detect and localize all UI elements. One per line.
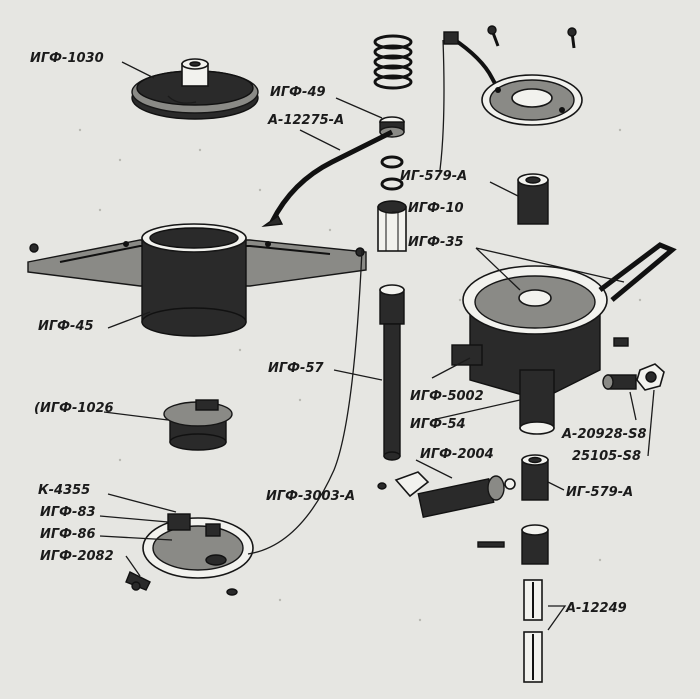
label-igf-10: ИГФ-10 bbox=[408, 201, 464, 216]
label-ig-579-a-top: ИГ-579-А bbox=[400, 169, 467, 184]
label-igf-5002: ИГФ-5002 bbox=[410, 389, 484, 404]
label-igf-3003-a: ИГФ-3003-А bbox=[266, 489, 355, 504]
part-breaker-plate bbox=[443, 25, 583, 126]
part-25105-s8-nut bbox=[636, 363, 665, 391]
label-igf-2082: ИГФ-2082 bbox=[40, 549, 114, 564]
label-a-12275-a: А-12275-А bbox=[267, 113, 344, 128]
label-25105-s8: 25105-S8 bbox=[572, 449, 641, 464]
label-k-4355: К-4355 bbox=[38, 483, 90, 498]
label-igf-57: ИГФ-57 bbox=[268, 361, 324, 376]
part-igf-1030-disc bbox=[131, 58, 259, 120]
label-igf-49: ИГФ-49 bbox=[270, 85, 326, 100]
part-igf-10-nut bbox=[377, 200, 407, 252]
label-ig-579-a-bottom: ИГ-579-А bbox=[566, 485, 633, 500]
label-igf-1026: (ИГФ-1026 bbox=[34, 401, 114, 416]
part-small-pin bbox=[477, 541, 505, 548]
label-igf-86: ИГФ-86 bbox=[40, 527, 96, 542]
part-ig-579-a-bushing-top bbox=[517, 173, 549, 225]
part-washers bbox=[380, 155, 404, 191]
part-spring bbox=[373, 34, 413, 90]
part-a-12249-split-pins bbox=[523, 579, 543, 683]
leader-lines bbox=[99, 39, 655, 631]
label-igf-54: ИГФ-54 bbox=[410, 417, 466, 432]
part-a-20928-s8-bolt bbox=[602, 374, 637, 390]
part-igf-45-frame bbox=[27, 223, 367, 337]
label-igf-83: ИГФ-83 bbox=[40, 505, 96, 520]
part-igf-3003-a-plate bbox=[125, 513, 254, 596]
part-ig-579-a-bushing-bottom bbox=[521, 454, 549, 501]
part-igf-57-shaft bbox=[379, 284, 405, 461]
part-igf-2004-pin bbox=[377, 471, 516, 519]
callout-labels: ИГФ-1030 ИГФ-49 А-12275-А ИГ-579-А ИГФ-1… bbox=[30, 51, 647, 616]
label-igf-45: ИГФ-45 bbox=[38, 319, 94, 334]
part-distributor-body bbox=[451, 242, 677, 435]
part-a-12275-a-lead bbox=[261, 129, 394, 227]
label-igf-2004: ИГФ-2004 bbox=[420, 447, 494, 462]
label-igf-35: ИГФ-35 bbox=[408, 235, 464, 250]
label-a-20928-s8: А-20928-S8 bbox=[561, 427, 647, 442]
part-small-screw-right bbox=[613, 337, 629, 347]
label-a-12249: А-12249 bbox=[565, 601, 627, 616]
part-sleeve bbox=[521, 524, 549, 565]
paper-dot-pattern bbox=[78, 128, 642, 622]
part-igf-49-screw bbox=[379, 116, 405, 138]
label-igf-1030: ИГФ-1030 bbox=[30, 51, 104, 66]
part-igf-1026-cam bbox=[163, 399, 233, 451]
